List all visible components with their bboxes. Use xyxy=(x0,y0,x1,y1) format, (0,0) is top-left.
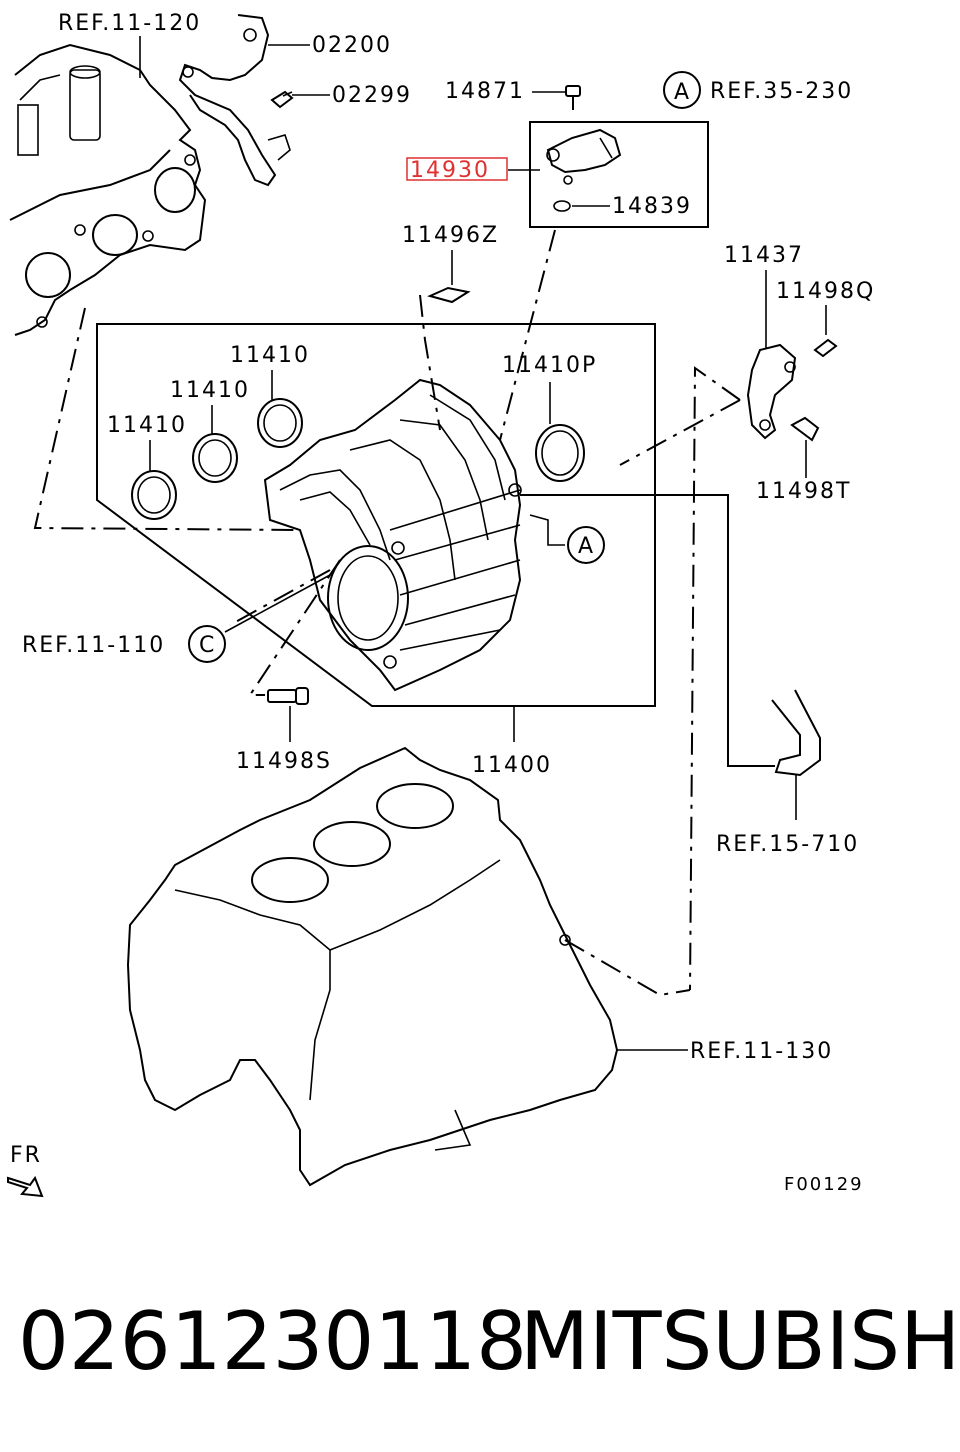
part-11410-label-c: 11410 xyxy=(107,413,187,438)
highlight-box-14930 xyxy=(406,157,508,181)
o-ring-14839-icon xyxy=(553,200,571,212)
bracket-02200-illustration xyxy=(178,14,291,187)
ref-15-710-label: REF.15-710 xyxy=(716,832,859,857)
marker-a-side-circle xyxy=(567,526,605,564)
gasket-11410-c-icon xyxy=(131,470,177,520)
hose-15-710-illustration xyxy=(771,689,821,777)
intake-manifold-illustration xyxy=(263,378,522,692)
bolt-11498q-icon xyxy=(813,338,838,358)
bolt-11498t-icon xyxy=(790,416,820,442)
gasket-11496z-icon xyxy=(427,286,471,304)
ref-11-120-label: REF.11-120 xyxy=(58,11,201,36)
part-11498q-label: 11498Q xyxy=(776,279,875,304)
part-11410-label-a: 11410 xyxy=(230,343,310,368)
part-11496z-label: 11496Z xyxy=(402,223,499,248)
engine-block-illustration xyxy=(126,746,619,1187)
bolt-02299-icon xyxy=(270,90,294,109)
part-02200-label: 02200 xyxy=(312,33,392,58)
figure-code-label: F00129 xyxy=(784,1174,864,1195)
part-11400-label: 11400 xyxy=(472,753,552,778)
cylinder-head-illustration xyxy=(9,43,207,336)
caption-part-number: 0261230118 xyxy=(18,1295,527,1388)
sensor-box xyxy=(529,121,709,228)
part-11498t-label: 11498T xyxy=(756,479,851,504)
bolt-11498s-icon xyxy=(267,687,309,705)
bracket-11437-illustration xyxy=(746,343,797,440)
screw-14871-icon xyxy=(565,85,581,110)
caption-brand: MITSUBISHI xyxy=(520,1295,960,1388)
gasket-11410-a-icon xyxy=(257,398,303,448)
part-11498s-label: 11498S xyxy=(236,749,332,774)
fr-arrow-icon xyxy=(7,1175,44,1198)
part-11437-label: 11437 xyxy=(724,243,804,268)
fr-label: FR xyxy=(10,1143,42,1168)
map-sensor-14930-illustration xyxy=(546,128,622,185)
ref-11-110-label: REF.11-110 xyxy=(22,633,165,658)
part-11410p-label: 11410P xyxy=(502,353,597,378)
marker-a-side: A xyxy=(578,534,595,559)
gasket-11410p-icon xyxy=(535,424,585,482)
marker-a-top: A xyxy=(674,80,691,105)
gasket-11410-b-icon xyxy=(192,433,238,483)
ref-11-130-label: REF.11-130 xyxy=(690,1039,833,1064)
marker-a-circle xyxy=(663,71,701,109)
marker-c-circle xyxy=(188,625,226,663)
part-14839-label: 14839 xyxy=(612,194,692,219)
ref-35-230-label: REF.35-230 xyxy=(710,79,853,104)
part-14871-label: 14871 xyxy=(445,79,525,104)
part-02299-label: 02299 xyxy=(332,83,412,108)
part-11410-label-b: 11410 xyxy=(170,378,250,403)
marker-c: C xyxy=(199,633,216,658)
part-14930-label[interactable]: 14930 xyxy=(410,158,490,183)
